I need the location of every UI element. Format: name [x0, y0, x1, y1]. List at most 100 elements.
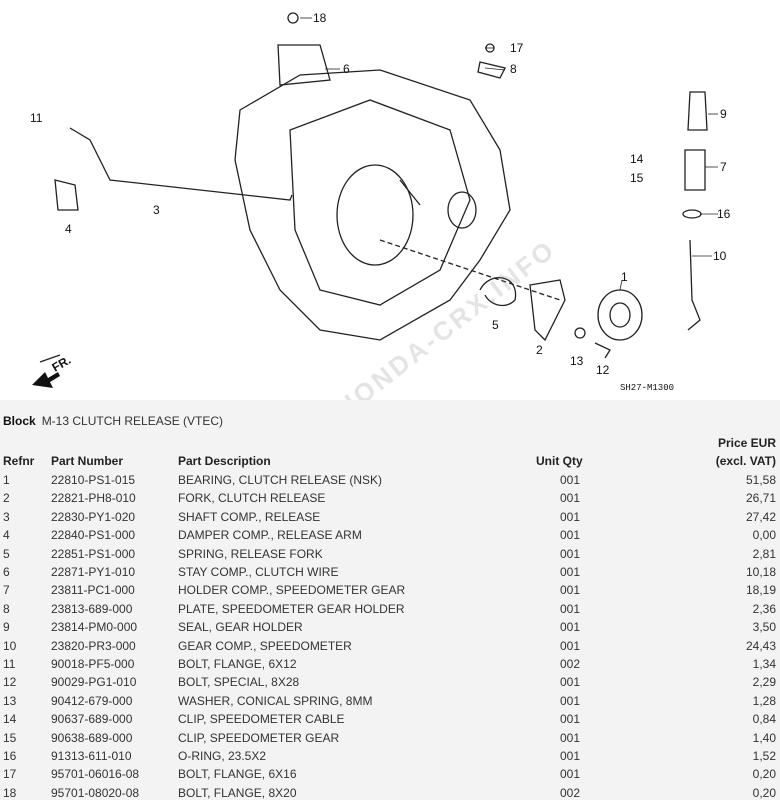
- ref-number: 13: [3, 693, 17, 708]
- callout-15: 15: [630, 171, 644, 185]
- header-price-line2: (excl. VAT): [715, 454, 776, 468]
- diagram-code: SH27-M1300: [620, 383, 674, 393]
- header-qty: Unit Qty: [536, 454, 583, 468]
- ref-number: 2: [3, 491, 10, 506]
- ref-number: 7: [3, 583, 10, 598]
- table-row: 1 22810-PS1-015 BEARING, CLUTCH RELEASE (N…: [0, 473, 780, 491]
- part-description: SEAL, GEAR HOLDER: [178, 620, 303, 635]
- price: 26,71: [745, 491, 776, 506]
- price: 2,36: [752, 601, 776, 616]
- part-number: 90029-PG1-010: [51, 675, 137, 690]
- price: 1,52: [752, 749, 776, 763]
- ref-number: 4: [3, 528, 10, 543]
- table-row: 11 90018-PF5-000 BOLT, FLANGE, 6X12 002 1,34: [0, 657, 780, 675]
- ref-number: 6: [3, 565, 10, 579]
- part-description: WASHER, CONICAL SPRING, 8MM: [178, 693, 373, 708]
- part-description: BOLT, FLANGE, 6X16: [178, 767, 297, 782]
- ref-number: 5: [3, 546, 10, 561]
- front-label: FR.: [50, 353, 74, 375]
- price: 2,81: [752, 546, 776, 561]
- part-description: BOLT, FLANGE, 6X12: [178, 657, 297, 671]
- part-description: PLATE, SPEEDOMETER GEAR HOLDER: [178, 601, 405, 616]
- ref-number: 12: [3, 675, 17, 690]
- price: 51,58: [745, 473, 776, 487]
- callout-9: 9: [720, 107, 727, 121]
- header-price-line1: Price EUR: [717, 436, 776, 450]
- part-description: CLIP, SPEEDOMETER GEAR: [178, 730, 340, 745]
- header-description: Part Description: [178, 454, 271, 468]
- part-number: 23811-PC1-000: [51, 583, 135, 598]
- unit-qty: 001: [559, 565, 581, 579]
- unit-qty: 001: [559, 509, 581, 524]
- ref-number: 11: [3, 657, 16, 671]
- ref-number: 1: [3, 473, 10, 487]
- table-row: 13 90412-679-000 WASHER, CONICAL SPRING, 8…: [0, 694, 780, 712]
- price: 1,28: [752, 693, 776, 708]
- transmission-housing: [234, 69, 561, 341]
- part-description: CLIP, SPEEDOMETER CABLE: [178, 712, 345, 727]
- part-description: SPRING, RELEASE FORK: [178, 546, 323, 561]
- callout-2: 2: [536, 343, 543, 357]
- part-number: 90412-679-000: [51, 693, 133, 708]
- callout-6: 6: [343, 62, 350, 76]
- price: 0,84: [752, 712, 776, 727]
- ref-number: 16: [3, 749, 17, 763]
- part-number: 22840-PS1-000: [51, 528, 136, 543]
- callout-7: 7: [720, 160, 727, 174]
- part-number: 22821-PH8-010: [51, 491, 136, 506]
- leader-lines: [300, 17, 718, 291]
- unit-qty: 001: [559, 601, 581, 616]
- ref-number: 15: [3, 730, 17, 745]
- part-number: 23820-PR3-000: [51, 638, 136, 653]
- part-number: 22830-PY1-020: [51, 509, 136, 524]
- header-part-number: Part Number: [51, 454, 124, 468]
- part-number: 95701-08020-08: [51, 785, 140, 800]
- part-description: BEARING, CLUTCH RELEASE (NSK): [178, 473, 383, 487]
- part-description: BOLT, FLANGE, 8X20: [178, 785, 297, 800]
- price: 0,00: [752, 528, 776, 543]
- callout-5: 5: [492, 318, 499, 332]
- unit-qty: 002: [559, 657, 581, 671]
- unit-qty: 001: [559, 749, 581, 763]
- unit-qty: 001: [559, 528, 581, 543]
- part-number: 22810-PS1-015: [51, 473, 136, 487]
- price: 1,34: [752, 657, 776, 671]
- ref-number: 10: [3, 638, 17, 653]
- part-number: 23814-PM0-000: [51, 620, 138, 635]
- unit-qty: 001: [559, 546, 581, 561]
- unit-qty: 001: [559, 693, 581, 708]
- unit-qty: 001: [559, 473, 581, 487]
- unit-qty: 001: [559, 620, 581, 635]
- part-number: 90018-PF5-000: [51, 657, 135, 671]
- part-description: FORK, CLUTCH RELEASE: [178, 491, 326, 506]
- part-description: SHAFT COMP., RELEASE: [178, 509, 321, 524]
- part-description: BOLT, SPECIAL, 8X28: [178, 675, 300, 690]
- price: 3,50: [752, 620, 776, 635]
- callout-12: 12: [596, 363, 610, 377]
- callout-13: 13: [570, 354, 584, 368]
- callout-8: 8: [510, 62, 517, 76]
- price: 27,42: [745, 509, 776, 524]
- ref-number: 18: [3, 785, 17, 800]
- part-description: STAY COMP., CLUTCH WIRE: [178, 565, 339, 579]
- header-refnr: Refnr: [3, 454, 35, 468]
- price: 2,29: [752, 675, 776, 690]
- unit-qty: 001: [559, 712, 581, 727]
- part-number: 95701-06016-08: [51, 767, 140, 782]
- callout-3: 3: [153, 203, 160, 217]
- callout-1: 1: [621, 270, 628, 284]
- part-number: 90637-689-000: [51, 712, 133, 727]
- callout-4: 4: [65, 222, 72, 236]
- part-number: 23813-689-000: [51, 601, 133, 616]
- callout-14: 14: [630, 152, 644, 166]
